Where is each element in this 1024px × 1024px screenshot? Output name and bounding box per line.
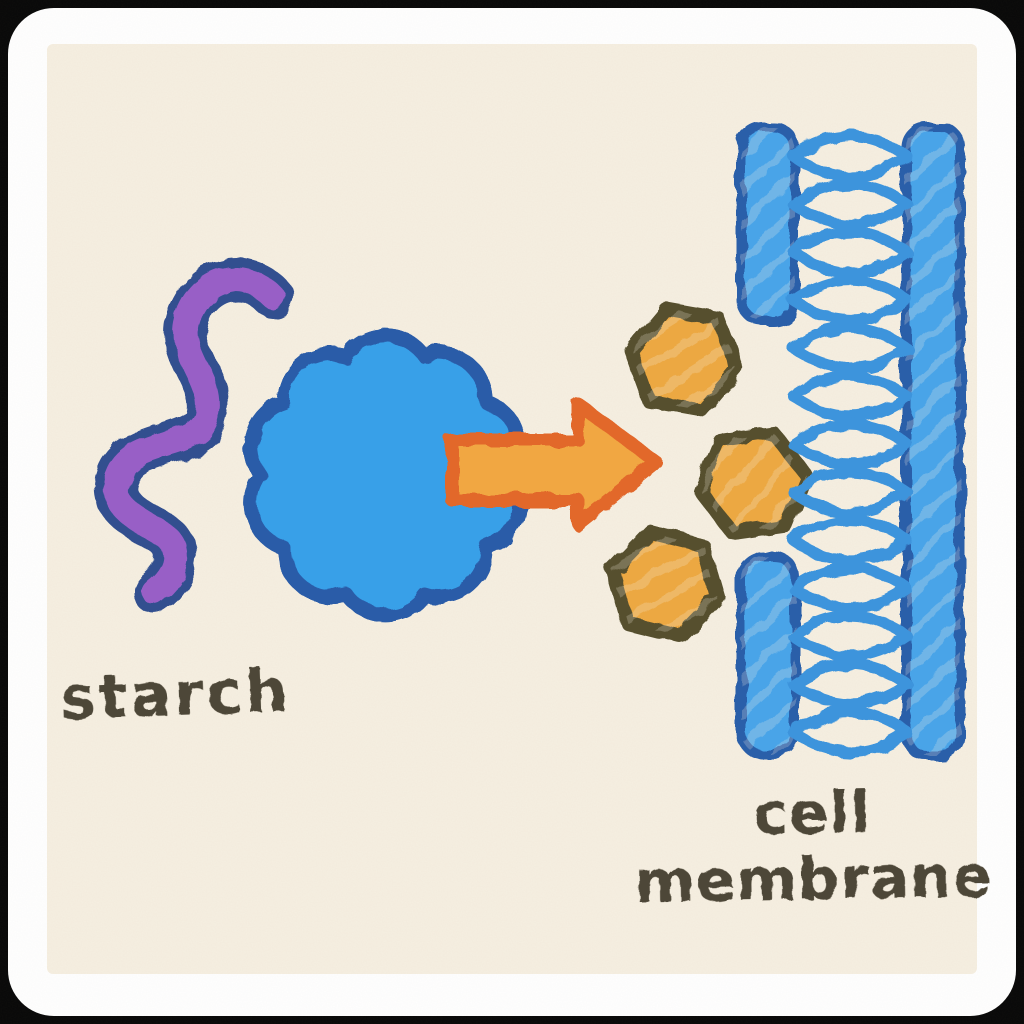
breakdown-arrow [445, 397, 663, 531]
starch-molecule-squiggle [93, 258, 294, 614]
label-cell-membrane-line1: cell [753, 777, 872, 849]
label-cell-membrane: cell membrane [627, 777, 999, 916]
label-starch: starch [58, 655, 292, 735]
label-cell-membrane-line2: membrane [633, 841, 994, 917]
membrane-crayon-texture [741, 127, 960, 755]
cell-membrane [736, 122, 965, 760]
squiggle-body [102, 267, 285, 605]
enzyme-cloud [251, 335, 520, 615]
